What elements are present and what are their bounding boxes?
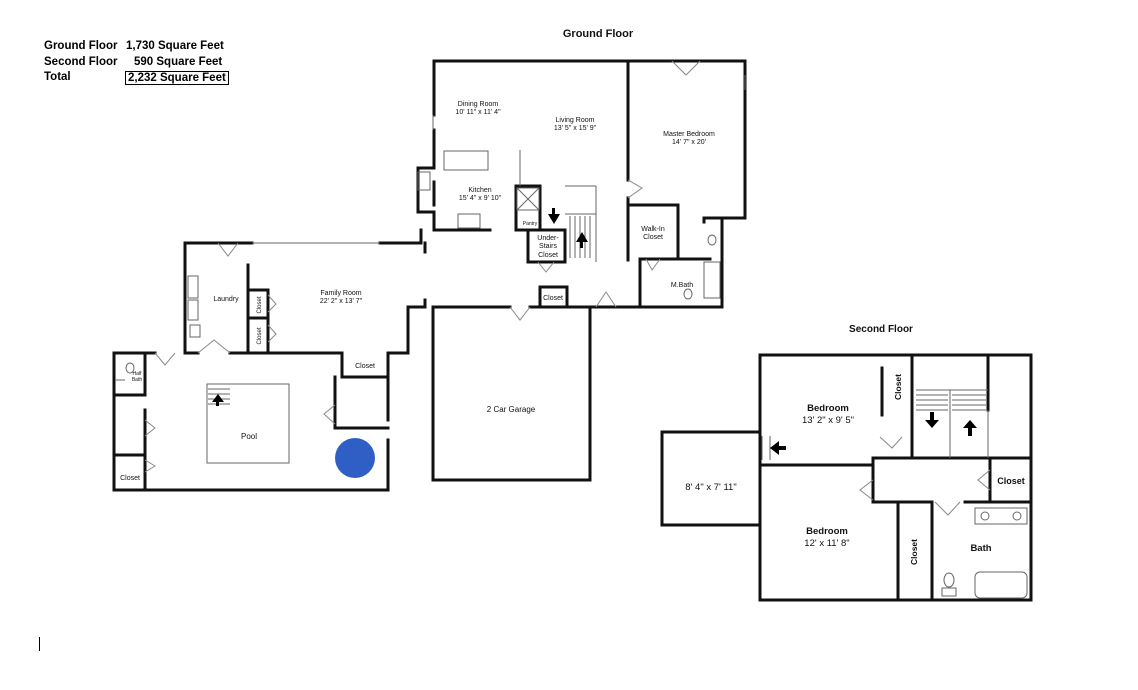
total-label: Total	[44, 71, 71, 83]
pool-room-closet-label: Closet	[120, 475, 140, 482]
second-floor-value: 590 Square Feet	[134, 56, 223, 68]
ground-floor-label: Ground Floor	[44, 40, 118, 52]
walkin-closet-label-1: Walk-In	[641, 226, 665, 233]
ground-floor-value: 1,730 Square Feet	[126, 40, 224, 52]
pool-tub-circle	[335, 438, 375, 478]
second-floor-label: Second Floor	[44, 56, 118, 68]
loft-dimensions: 8' 4" x 7' 11"	[685, 482, 736, 493]
under-stairs-label-3: Closet	[538, 252, 558, 259]
pool-closet-label: Closet	[355, 363, 375, 370]
dining-room-dimensions: 10' 11" x 11' 4"	[455, 109, 501, 116]
bedroom-2-dimensions: 12' x 11' 8"	[804, 538, 849, 549]
bedroom-1-name: Bedroom	[807, 403, 849, 414]
text-cursor	[39, 637, 40, 651]
bedroom-2-closet-label: Closet	[909, 539, 919, 565]
ground-floor-fixtures	[115, 75, 746, 464]
ground-floor-walls	[112, 59, 747, 492]
dining-room-name: Dining Room	[458, 101, 499, 108]
bedroom-1-dimensions: 13' 2" x 9' 5"	[802, 415, 854, 426]
garage-label: 2 Car Garage	[487, 405, 536, 414]
walkin-closet-label-2: Closet	[643, 234, 663, 241]
master-bedroom-dimensions: 14' 7" x 20'	[672, 139, 706, 146]
garage-closet-label: Closet	[543, 295, 563, 302]
under-stairs-label-1: Under-	[537, 235, 559, 242]
family-room-dimensions: 22' 2" x 13' 7"	[320, 298, 363, 305]
total-value: 2,232 Square Feet	[125, 71, 229, 85]
master-bath-label: M.Bath	[671, 282, 693, 289]
laundry-closet-top-label: Closet	[257, 296, 263, 313]
second-floor-fixtures	[761, 389, 1028, 599]
second-floor-walls	[660, 353, 1033, 602]
master-bedroom-name: Master Bedroom	[663, 131, 715, 138]
ground-floor-doors	[144, 60, 701, 473]
under-stairs-label-2: Stairs	[539, 243, 557, 250]
hall-closet-label: Closet	[997, 476, 1025, 486]
laundry-closet-bottom-label: Closet	[257, 327, 263, 344]
ground-floor-labels: Ground Floor Dining Room 10' 11" x 11' 4…	[120, 28, 715, 482]
second-floor-heading: Second Floor	[849, 324, 913, 335]
second-floor-stair-arrows	[770, 412, 977, 455]
half-bath-label-1: Half	[133, 371, 143, 377]
pool-label: Pool	[241, 432, 257, 441]
living-room-name: Living Room	[556, 117, 595, 124]
ground-floor-heading: Ground Floor	[563, 28, 634, 40]
second-floor-labels: Second Floor Bedroom 13' 2" x 9' 5" Bedr…	[685, 324, 1024, 565]
kitchen-name: Kitchen	[468, 187, 491, 194]
bedroom-2-name: Bedroom	[806, 526, 848, 537]
living-room-dimensions: 13' 5" x 15' 9"	[554, 125, 597, 132]
bath-label: Bath	[970, 543, 991, 554]
family-room-name: Family Room	[320, 290, 361, 297]
second-floor-doors	[859, 436, 991, 516]
half-bath-label-2: Bath	[132, 377, 143, 383]
pantry-label: Pantry	[523, 221, 538, 227]
bedroom-1-closet-label: Closet	[893, 374, 903, 400]
laundry-label: Laundry	[213, 296, 239, 303]
kitchen-dimensions: 15' 4" x 9' 10"	[459, 195, 502, 202]
ground-floor-stair-arrows	[212, 208, 588, 406]
